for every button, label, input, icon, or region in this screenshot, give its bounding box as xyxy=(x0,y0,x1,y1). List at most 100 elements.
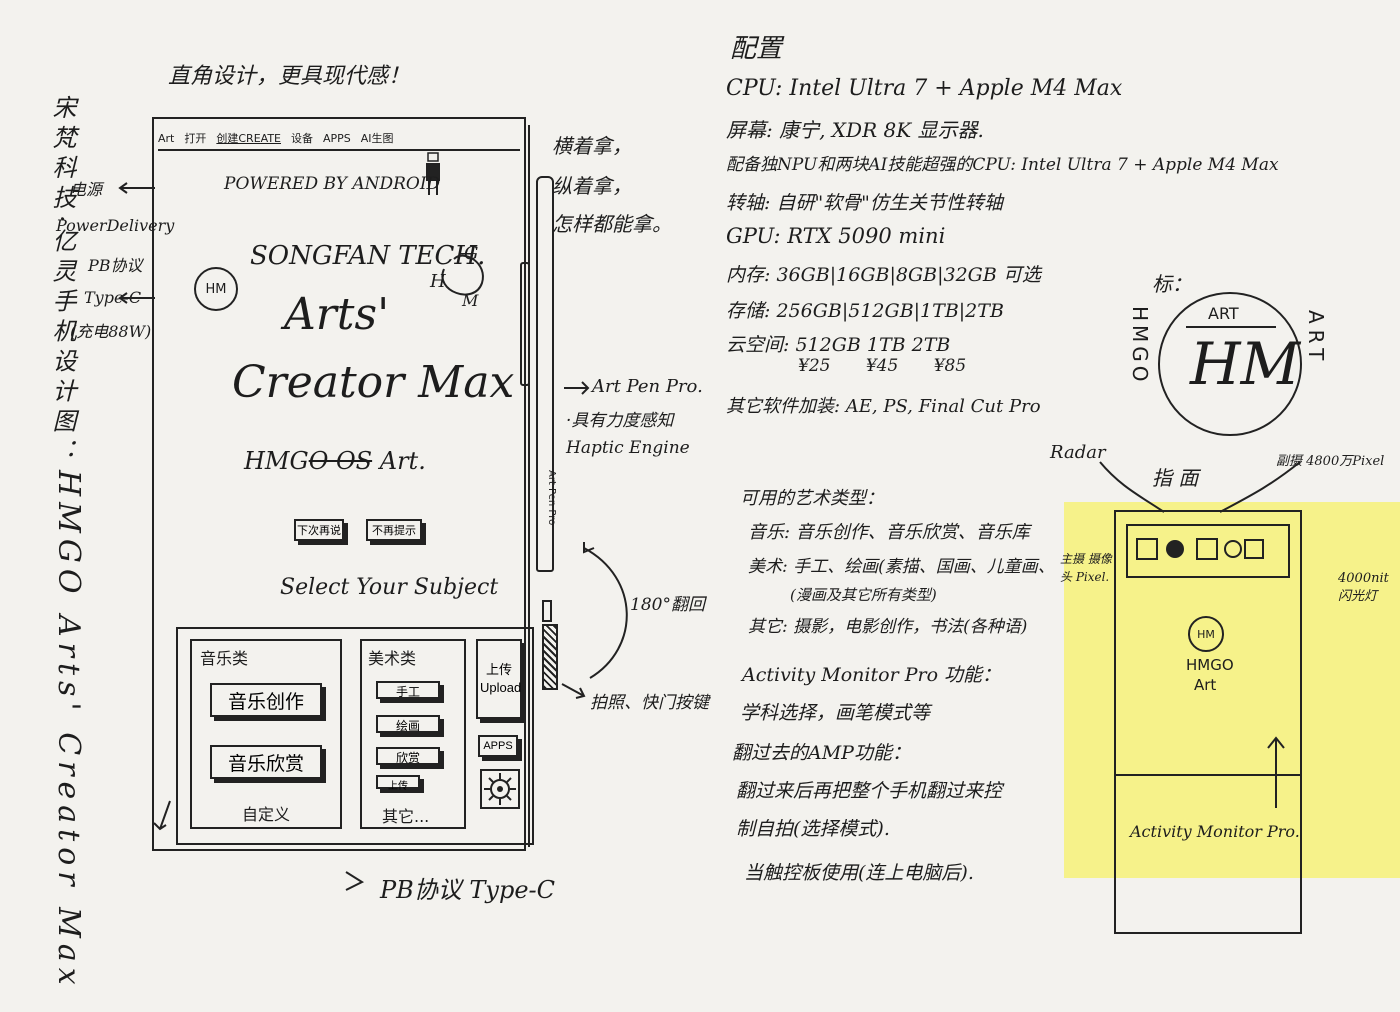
music-listen-button[interactable]: 音乐欣赏 xyxy=(210,745,322,779)
back-phone-frame: HM HMGO Art Activity Monitor Pro. xyxy=(1114,510,1302,934)
shutter-button[interactable] xyxy=(542,624,558,690)
title-arts: Arts' xyxy=(284,289,390,340)
pen-arrow xyxy=(564,381,590,395)
art-group: 美术类 手工 绘画 欣赏 上传 其它... xyxy=(360,639,466,829)
amp-title: Activity Monitor Pro 功能： xyxy=(742,664,1002,686)
side-button-small[interactable] xyxy=(542,600,552,622)
pen-note-2: 纵着拿， xyxy=(552,174,632,198)
logo-left-text: HMGO xyxy=(1128,306,1152,386)
side-button-power[interactable] xyxy=(520,262,530,386)
back-amp-label: Activity Monitor Pro. xyxy=(1130,822,1300,841)
spec-cloud: 云空间: 512GB 1TB 2TB xyxy=(726,334,951,356)
hgm-swirl-icon xyxy=(441,254,484,296)
types-title: 可用的艺术类型： xyxy=(740,488,884,509)
back-sticky xyxy=(1064,502,1400,878)
pen-bullet-force: ·具有力度感知 xyxy=(566,411,674,431)
no-remind-button[interactable]: 不再提示 xyxy=(366,519,422,541)
lens-1-icon xyxy=(1136,538,1158,560)
upload-button[interactable]: 上传 Upload xyxy=(476,639,522,719)
flash-icon xyxy=(1224,540,1242,558)
art-title: 美术类 xyxy=(368,649,417,668)
music-create-button[interactable]: 音乐创作 xyxy=(210,683,322,717)
art-other[interactable]: 其它... xyxy=(382,807,430,826)
art-paint-button[interactable]: 绘画 xyxy=(376,715,440,733)
music-title: 音乐类 xyxy=(200,649,249,668)
logo-right-text: ART xyxy=(1304,310,1328,367)
bottom-arrow xyxy=(345,871,365,891)
amp-desc: 学科选择，画笔模式等 xyxy=(740,702,931,724)
back-divider xyxy=(1116,774,1300,776)
shutter-note: 拍照、快门按键 xyxy=(590,693,709,713)
bottom-pb-note: PB协议 Type-C xyxy=(380,876,556,904)
later-button[interactable]: 下次再说 xyxy=(294,519,344,541)
flip-arrow xyxy=(583,542,628,679)
logo-top-text: ART xyxy=(1208,304,1239,323)
art-appreciate-button[interactable]: 欣赏 xyxy=(376,747,440,765)
logo-label: 标： xyxy=(1152,272,1192,296)
title-creator-max: Creator Max xyxy=(232,357,515,408)
pen-note-name: Art Pen Pro. xyxy=(592,376,703,397)
logo-hm: HM xyxy=(1190,330,1300,398)
menu-create[interactable]: 创建CREATE xyxy=(216,132,281,145)
menu-art[interactable]: Art xyxy=(158,131,175,145)
lens-2-icon xyxy=(1196,538,1218,560)
logo-circle: ART HM xyxy=(1158,292,1302,436)
hgm-m: M xyxy=(462,291,479,310)
spec-npu: 配备独NPU和两块AI技能超强的CPU: Intel Ultra 7 + App… xyxy=(726,155,1279,175)
flip-line-1: 翻过来后再把整个手机翻过来控 xyxy=(736,780,1003,802)
art-craft-button[interactable]: 手工 xyxy=(376,681,440,699)
subject-panel: 音乐类 音乐创作 音乐欣赏 自定义 美术类 手工 绘画 欣赏 上传 其它... … xyxy=(176,627,534,845)
vertical-title-cn: 宋梵科技·亿灵手机设计图： xyxy=(48,95,76,469)
radar-label: Radar xyxy=(1050,442,1106,463)
powered-by: POWERED BY ANDROID xyxy=(224,174,441,194)
phone-frame: Art 打开 创建CREATE 设备 APPS AI生图 POWERED BY … xyxy=(152,117,534,851)
shutter-arrow xyxy=(561,683,586,699)
art-upload-button[interactable]: 上传 xyxy=(376,775,420,792)
touch-note: 当触控板使用(连上电脑后). xyxy=(744,862,974,884)
music-custom[interactable]: 自定义 xyxy=(242,805,291,824)
flash-label: 4000nit 闪光灯 xyxy=(1338,571,1389,604)
radar-icon xyxy=(1166,540,1184,558)
menu-open[interactable]: 打开 xyxy=(184,132,207,145)
sub-camera-label: 副摄 4800万Pixel xyxy=(1276,454,1385,469)
phone-side-edge xyxy=(518,125,530,847)
note-power: 电源 xyxy=(70,180,103,199)
spec-software: 其它软件加装: AE, PS, Final Cut Pro xyxy=(726,396,1041,417)
menu-device[interactable]: 设备 xyxy=(291,132,313,145)
spec-cloud-prices: ¥25 ¥45 ¥85 xyxy=(798,356,967,376)
headline: 直角设计，更具现代感！ xyxy=(168,64,411,89)
back-callout-lines xyxy=(1099,461,1301,513)
android-robot-icon xyxy=(426,152,440,195)
spec-gpu: GPU: RTX 5090 mini xyxy=(726,224,946,248)
lens-3-icon xyxy=(1244,539,1264,559)
hgm-h: H xyxy=(430,271,446,292)
brand-name: SONGFAN TECH. xyxy=(250,241,486,271)
apps-button[interactable]: APPS xyxy=(478,735,518,757)
spec-screen: 屏幕: 康宁, XDR 8K 显示器. xyxy=(726,118,984,142)
specs-title: 配置 xyxy=(730,34,783,64)
menu-apps[interactable]: APPS xyxy=(323,131,351,145)
side-arrows xyxy=(118,182,155,304)
pen-label: Art Pen Pro xyxy=(546,470,557,526)
spec-storage: 存储: 256GB|512GB|1TB|2TB xyxy=(726,300,1004,322)
pen-note-3: 怎样都能拿。 xyxy=(552,212,672,236)
menu-ai[interactable]: AI生图 xyxy=(360,132,394,145)
spec-cpu: CPU: Intel Ultra 7 + Apple M4 Max xyxy=(726,76,1123,101)
back-up-arrow xyxy=(1267,736,1285,808)
spec-memory: 内存: 36GB|16GB|8GB|32GB 可选 xyxy=(726,264,1041,286)
back-hm-logo: HM xyxy=(1188,616,1224,652)
types-art: 美术: 手工、绘画(素描、国画、儿童画、 xyxy=(748,557,1055,577)
corner-arrow-icon xyxy=(153,800,171,831)
camera-module xyxy=(1126,524,1290,578)
main-camera-label: 主摄 摄像头 Pixel. xyxy=(1060,552,1112,584)
gear-icon[interactable] xyxy=(480,769,520,809)
pen-bullet-haptic: Haptic Engine xyxy=(566,438,690,458)
logo-bar xyxy=(1186,326,1276,328)
back-label-art: Art xyxy=(1194,676,1217,694)
art-pen[interactable] xyxy=(536,176,554,572)
note-power-delivery: PowerDelivery xyxy=(56,216,175,235)
face-label: 指 面 xyxy=(1152,466,1199,490)
music-group: 音乐类 音乐创作 音乐欣赏 自定义 xyxy=(190,639,342,829)
hgm-g: G xyxy=(464,243,479,264)
note-pb: PB协议 xyxy=(88,256,143,275)
